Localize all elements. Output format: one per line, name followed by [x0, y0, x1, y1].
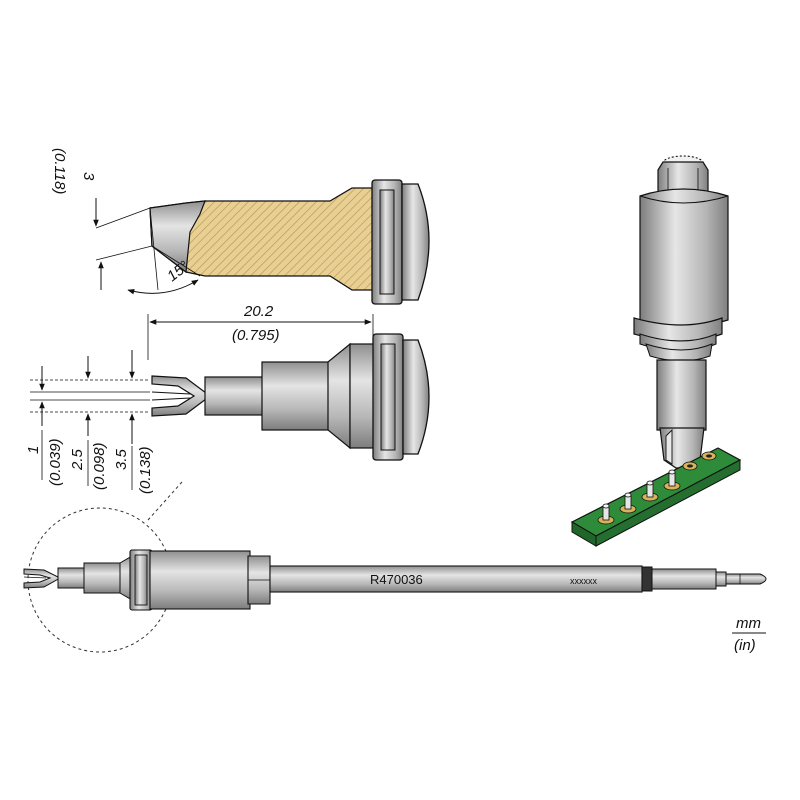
length-in: (0.795): [232, 327, 280, 344]
length-dimension: 20.2 (0.795): [147, 303, 374, 360]
tip-top-view: 1 (0.039) 2.5 (0.098) 3.5 (0.138): [25, 333, 430, 494]
cartridge-end-pin: [725, 573, 767, 585]
tip-chisel-edge: [149, 200, 206, 274]
tip-shaft: [204, 376, 266, 416]
full-cartridge-view: R470036 xxxxxx: [23, 481, 767, 653]
slot3-in: (0.138): [137, 446, 154, 494]
pcb-pin: [597, 503, 615, 525]
cartridge-marking: xxxxxx: [570, 576, 598, 586]
cartridge-band: [641, 566, 653, 592]
cartridge-shaft: [269, 565, 643, 593]
tip-3d-view: [633, 155, 729, 469]
pcb-pad: [701, 451, 717, 461]
cartridge-reference: R470036: [370, 572, 423, 587]
pcb-board: [570, 447, 742, 537]
cartridge-fork-tip: [23, 568, 62, 589]
pcb-pin: [641, 480, 659, 502]
cartridge-body: [149, 550, 251, 610]
units-primary: mm: [736, 615, 761, 632]
tip-fork-prongs: [151, 375, 211, 417]
slot1-mm: 1: [25, 446, 42, 454]
slot2-mm: 2.5: [69, 448, 86, 471]
tip-collar-dome: [401, 183, 430, 301]
slot2-in: (0.098): [91, 442, 108, 490]
units-legend: mm (in): [732, 615, 766, 654]
tip-thickness-mm: 3: [80, 172, 97, 181]
slot3-mm: 3.5: [113, 448, 130, 470]
pcb-with-pins: [570, 447, 742, 547]
length-mm: 20.2: [243, 303, 274, 320]
tip-thickness-in: (0.118): [51, 148, 68, 194]
units-secondary: (in): [734, 637, 756, 654]
slot1-in: (0.039): [47, 438, 64, 486]
pcb-pin: [663, 469, 681, 491]
pcb-pin: [619, 492, 637, 514]
tip-side-section-view: 3 (0.118) 15°: [51, 148, 430, 305]
pcb-pad: [682, 461, 698, 471]
